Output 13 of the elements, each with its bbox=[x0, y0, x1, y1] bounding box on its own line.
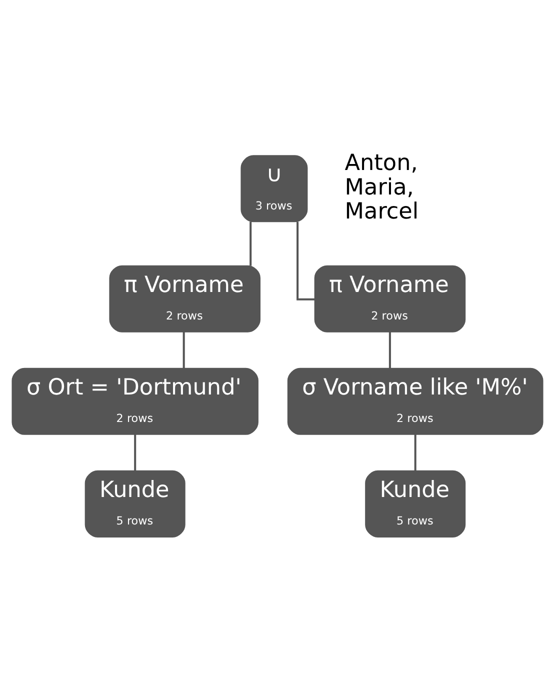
node-box: ∪ 3 rows bbox=[240, 154, 308, 222]
node-label: Anton, Maria, Marcel bbox=[344, 149, 419, 224]
connector bbox=[414, 434, 416, 470]
node-box: Kunde 5 rows bbox=[84, 470, 186, 537]
node-box: σ Ort = 'Dortmund' 2 rows bbox=[12, 367, 258, 434]
node-box: Kunde 5 rows bbox=[365, 470, 466, 537]
connector bbox=[182, 331, 185, 368]
connector bbox=[388, 331, 391, 368]
node-box: σ Vorname like 'M%' 2 rows bbox=[287, 367, 544, 434]
connector bbox=[134, 434, 136, 470]
node-box: π Vorname 2 rows bbox=[314, 264, 466, 332]
node-box: π Vorname 2 rows bbox=[109, 264, 260, 332]
connector bbox=[250, 221, 252, 266]
